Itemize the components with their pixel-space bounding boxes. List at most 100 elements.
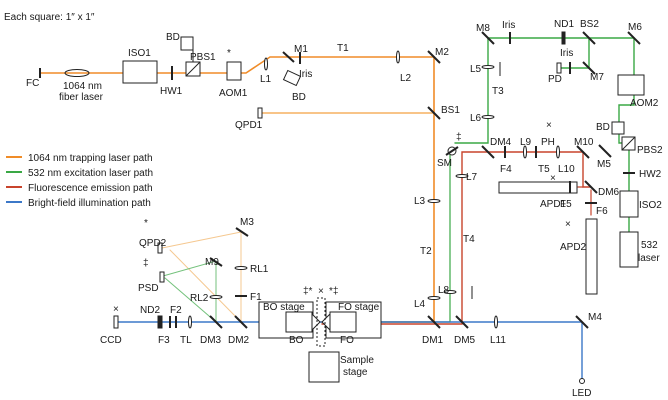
label-f6: F6 [596,206,608,217]
qpd1-detector [257,107,263,119]
label-x-sample: × [318,286,324,297]
lens-l7 [455,174,469,178]
splitter-bs2 [582,31,596,45]
mirror-m5 [598,144,612,158]
label-pd: PD [548,74,562,85]
aom2-box [617,74,645,96]
dichroic-dm5 [455,315,469,329]
label-pbs2: PBS2 [637,145,663,156]
laser-1064-line1: 1064 nm [63,81,102,92]
label-f3: F3 [158,335,170,346]
label-l7: L7 [466,172,478,183]
label-sm: SM [437,158,452,169]
label-fc: FC [26,78,39,89]
mirror-m9 [209,257,223,267]
label-t1: T1 [337,43,349,54]
aom1-box [226,61,242,81]
label-f1: F1 [250,292,262,303]
splitter-bs1 [427,106,441,120]
label-rl1: RL1 [250,264,269,275]
label-m1: M1 [294,44,308,55]
psd-detector [159,271,165,283]
label-l6: L6 [470,113,482,124]
label-bs2: BS2 [580,19,599,30]
fiber-laser-coil [64,69,90,77]
label-m5: M5 [597,159,611,170]
label-t3: T3 [492,86,504,97]
label-bd-top: BD [166,32,180,43]
label-x-ccd: × [113,304,119,315]
label-aom2: AOM2 [630,98,659,109]
label-fo: FO [340,335,354,346]
legend-text-3: Bright-field illumination path [28,198,151,209]
label-x-apd2: × [565,219,571,230]
fo-tip [321,312,331,332]
sm-mirror [445,146,459,156]
laser-532-line2: laser [638,253,660,264]
lens-l1 [264,57,268,71]
label-aom1: AOM1 [219,88,248,99]
label-dm5: DM5 [454,335,476,346]
label-t5: T5 [538,164,550,175]
label-star-aom: * [227,48,231,59]
label-iso2: ISO2 [639,200,662,211]
label-l5: L5 [470,64,482,75]
label-dm4: DM4 [490,137,512,148]
bd-mid-box [282,69,302,87]
label-iris1: Iris [299,69,312,80]
fo-objective [329,311,357,333]
dichroic-dm2 [234,315,248,329]
dichroic-dm1 [427,315,441,329]
label-m2: M2 [435,47,449,58]
label-dm2: DM2 [228,335,250,346]
label-dm1: DM1 [422,335,444,346]
dichroic-dm3 [209,315,223,329]
labels: Each square: 1″ x 1″ FC 1064 nm fiber la… [4,12,663,399]
scale-note: Each square: 1″ x 1″ [4,12,95,23]
lens-l10 [556,145,560,159]
label-ccd: CCD [100,335,122,346]
label-m7: M7 [590,72,604,83]
sample-stage-box [308,351,340,383]
label-psd: PSD [138,283,159,294]
label-l2: L2 [400,73,412,84]
label-l10: L10 [558,164,575,175]
dichroic-dm6 [584,180,598,194]
lens-l4 [427,296,441,300]
label-m4: M4 [588,312,602,323]
label-m3: M3 [240,217,254,228]
label-fo-stage: FO stage [338,302,380,313]
label-l9: L9 [520,137,532,148]
label-m10: M10 [574,137,594,148]
label-x-apd: × [550,173,556,184]
label-nd1: ND1 [554,19,574,30]
filter-nd2 [157,315,163,329]
label-t4: T4 [463,234,475,245]
lens-l11 [494,315,498,329]
path-fluor [321,151,592,325]
label-hw1: HW1 [160,86,183,97]
lens-l5 [481,65,495,69]
label-apd1: APD1 [540,199,567,210]
filter-nd1 [561,31,566,45]
laser-532-line1: 532 [641,240,658,251]
lens-l6 [481,115,495,119]
mirror-m3 [235,227,249,237]
label-m8: M8 [476,23,490,34]
components [39,31,645,384]
label-m6: M6 [628,22,642,33]
label-star-qpd2: * [144,218,148,229]
iso2-box [619,190,639,218]
iso1-box [122,60,158,84]
label-f4: F4 [500,164,512,175]
lens-l8 [443,290,457,294]
label-nd2: ND2 [140,305,160,316]
label-l8: L8 [438,285,450,296]
sample-holder [316,297,326,347]
label-bs1: BS1 [441,105,460,116]
label-qpd1: QPD1 [235,120,263,131]
label-iris2: Iris [502,20,515,31]
dichroic-dm4 [481,145,495,159]
label-hw2: HW2 [639,169,662,180]
